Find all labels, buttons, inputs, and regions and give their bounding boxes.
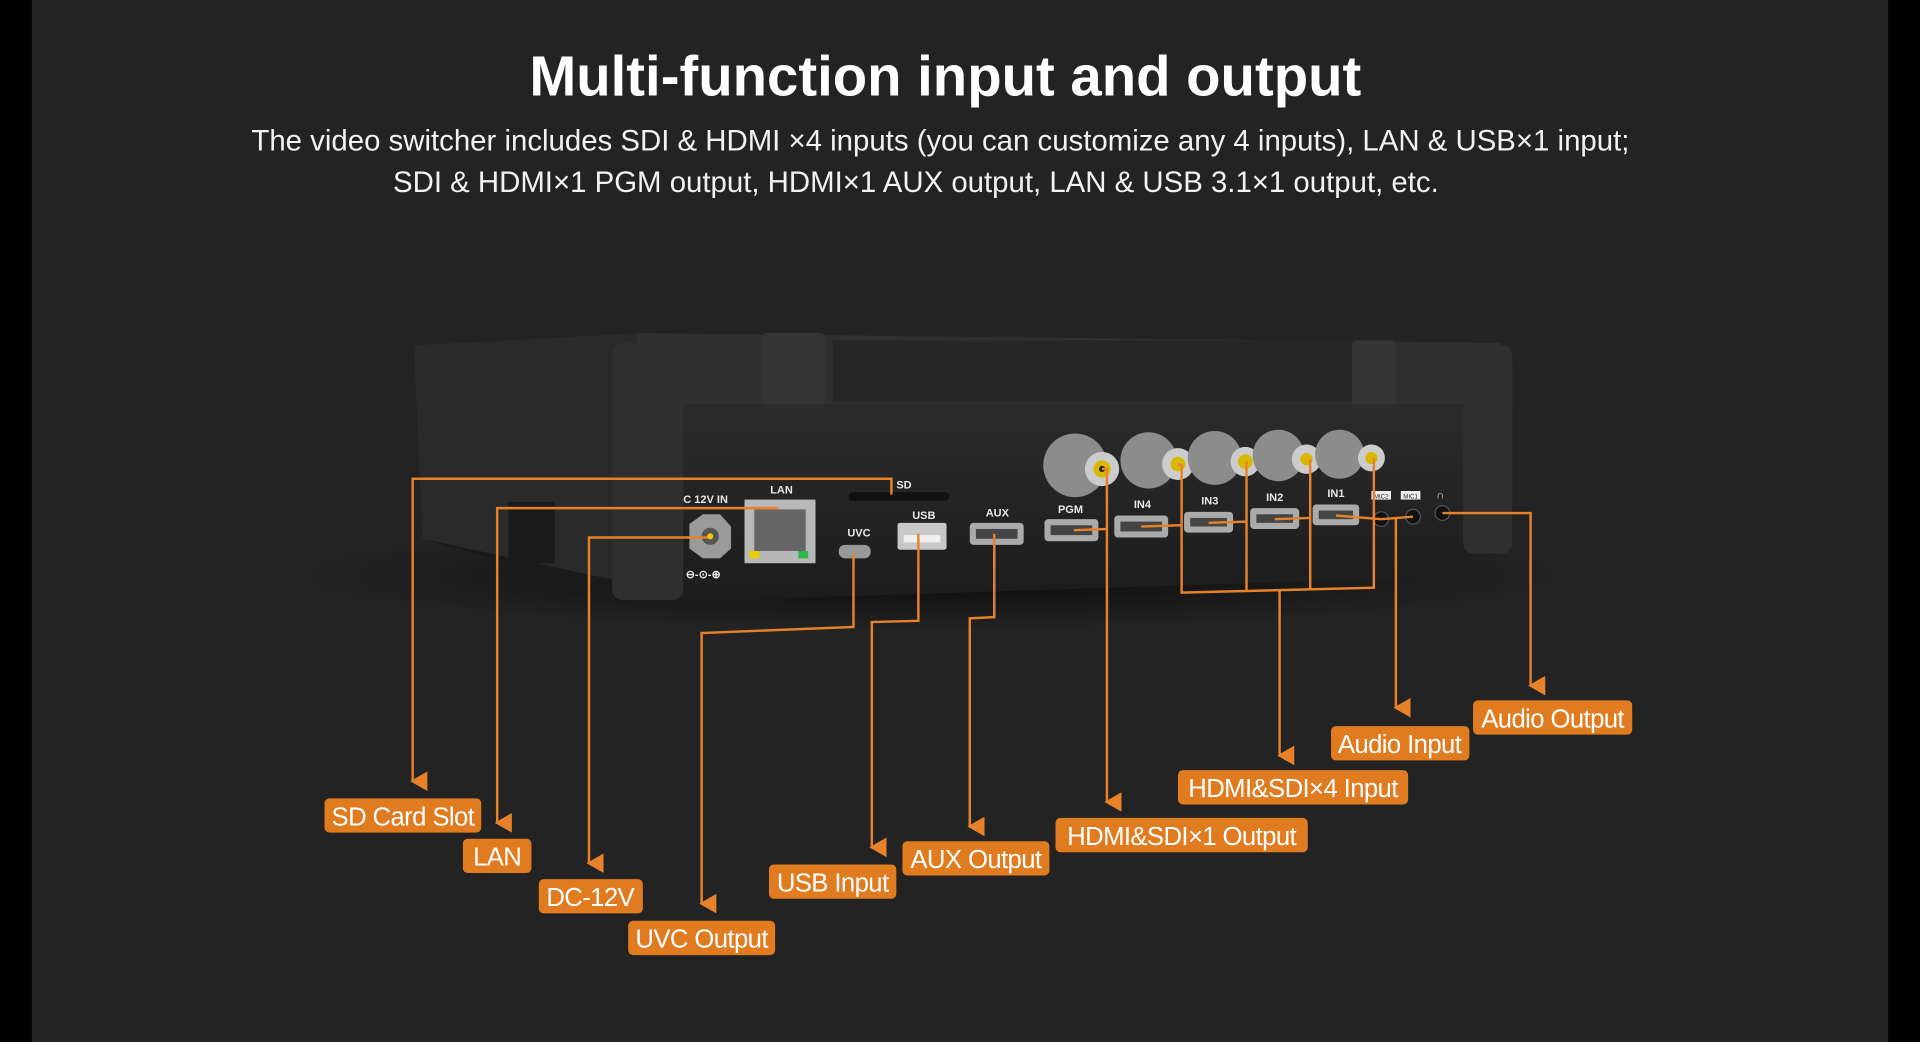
port-label-in4: IN4 — [1134, 499, 1152, 511]
callout-uvc-output: UVC Output — [628, 920, 776, 956]
callout-lan: LAN — [462, 838, 532, 874]
callout-lines — [410, 457, 1546, 914]
page-title: Multi-function input and output — [529, 45, 1361, 108]
callout-aux-output: AUX Output — [902, 841, 1050, 876]
svg-text:AUX Output: AUX Output — [910, 846, 1041, 874]
port-label-uvc: UVC — [847, 527, 870, 539]
svg-text:USB Input: USB Input — [777, 869, 889, 897]
video-switcher-device: C 12V IN ⊖-⊙-⊕ LAN SD UVC USB AUX — [293, 333, 1568, 631]
usb-c-port — [838, 544, 871, 559]
port-label-mic1: MIC1 — [1403, 493, 1418, 500]
port-label-usb: USB — [912, 510, 935, 522]
callout-dc-12v: DC-12V — [538, 879, 643, 914]
port-label-mic2: MIC2 — [1374, 493, 1389, 500]
subtitle-line-2: SDI & HDMI×1 PGM output, HDMI×1 AUX outp… — [393, 166, 1439, 199]
port-label-lan: LAN — [770, 484, 793, 496]
port-label-dc: C 12V IN — [683, 494, 728, 506]
svg-text:LAN: LAN — [473, 844, 521, 872]
hinge-right — [1351, 340, 1396, 409]
port-label-in2: IN2 — [1266, 492, 1283, 504]
callout-audio-input: Audio Input — [1331, 726, 1470, 761]
callout-audio-output: Audio Output — [1473, 700, 1633, 735]
hinge-left — [761, 333, 826, 422]
headphone-icon: ∩ — [1436, 489, 1444, 501]
callout-hdmi-sdi-output: HDMI&SDI×1 Output — [1055, 817, 1308, 853]
callout-sd-card-slot: SD Card Slot — [324, 798, 482, 833]
port-label-sd: SD — [896, 480, 911, 492]
callout-usb-input: USB Input — [768, 864, 897, 899]
svg-text:Audio Input: Audio Input — [1338, 731, 1462, 759]
subtitle-line-1: The video switcher includes SDI & HDMI ×… — [251, 125, 1629, 158]
svg-text:HDMI&SDI×4 Input: HDMI&SDI×4 Input — [1188, 775, 1398, 803]
port-label-in1: IN1 — [1327, 488, 1344, 500]
svg-text:SD Card Slot: SD Card Slot — [332, 803, 475, 831]
mic2-label-badge — [1371, 491, 1392, 500]
mic1-label-badge — [1400, 491, 1421, 500]
callout-hdmi-sdi-input: HDMI&SDI×4 Input — [1177, 770, 1409, 805]
svg-text:Audio Output: Audio Output — [1481, 705, 1624, 733]
port-label-in3: IN3 — [1201, 495, 1218, 507]
port-label-aux: AUX — [986, 508, 1010, 520]
svg-text:DC-12V: DC-12V — [546, 884, 635, 912]
sd-card-slot — [848, 492, 949, 501]
svg-text:HDMI&SDI×1 Output: HDMI&SDI×1 Output — [1067, 823, 1296, 851]
svg-text:UVC Output: UVC Output — [635, 926, 768, 954]
polarity-icon: ⊖-⊙-⊕ — [686, 569, 721, 581]
device-side-panel — [413, 333, 643, 603]
port-label-pgm: PGM — [1058, 504, 1083, 516]
